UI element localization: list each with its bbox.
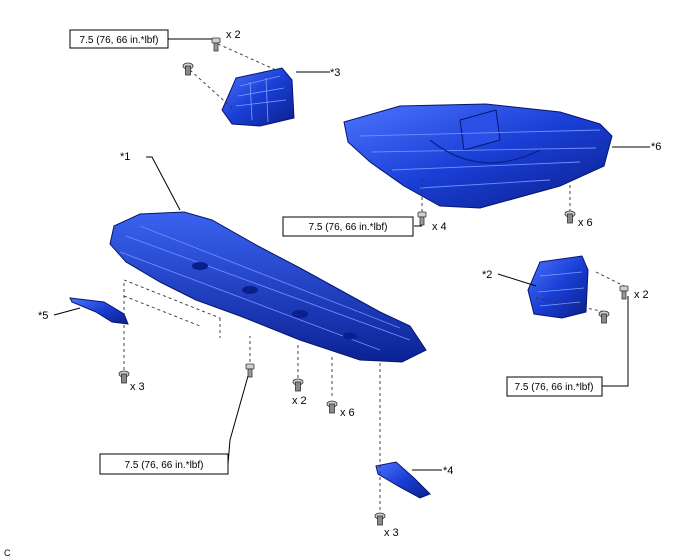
callout-1: *1: [120, 151, 130, 163]
qty-label: x 6: [340, 407, 355, 419]
leader-lines: [53, 38, 650, 471]
callout-2: *2: [482, 269, 492, 281]
qty-label: x 3: [384, 527, 399, 539]
dashed-assembly-lines: [123, 43, 629, 510]
part-4-strip: [375, 461, 431, 499]
qty-label: x 2: [292, 395, 307, 407]
torque-spec-box-1: 7.5 (76, 66 in.*lbf): [69, 29, 169, 49]
callout-3: *3: [330, 67, 340, 79]
qty-label: x 4: [432, 221, 447, 233]
torque-spec-box-3: 7.5 (76, 66 in.*lbf): [506, 376, 603, 397]
qty-label: x 6: [578, 217, 593, 229]
clip-icon: [182, 62, 194, 76]
bolt-icon: [245, 363, 255, 378]
part-5-strip: [69, 297, 129, 325]
clip-icon: [326, 400, 338, 414]
clip-icon: [564, 210, 576, 224]
bolt-icon: [619, 285, 629, 300]
part-3-bracket: [221, 67, 295, 127]
svg-text:7.5 (76, 66 in.*lbf): 7.5 (76, 66 in.*lbf): [309, 222, 388, 233]
clip-icon: [598, 310, 610, 324]
svg-text:7.5 (76, 66 in.*lbf): 7.5 (76, 66 in.*lbf): [125, 460, 204, 471]
clip-icon: [292, 378, 304, 392]
callout-6: *6: [651, 141, 661, 153]
svg-text:7.5 (76, 66 in.*lbf): 7.5 (76, 66 in.*lbf): [80, 35, 159, 46]
corner-label: C: [4, 548, 11, 558]
qty-label: x 2: [226, 29, 241, 41]
qty-label: x 3: [130, 381, 145, 393]
clip-icon: [118, 370, 130, 384]
svg-text:7.5 (76, 66 in.*lbf): 7.5 (76, 66 in.*lbf): [515, 382, 594, 393]
callout-5: *5: [38, 310, 48, 322]
clip-icon: [374, 512, 386, 526]
torque-spec-box-2: 7.5 (76, 66 in.*lbf): [282, 216, 414, 237]
qty-label: x 2: [634, 289, 649, 301]
bolt-icon: [417, 211, 427, 226]
torque-spec-box-4: 7.5 (76, 66 in.*lbf): [99, 453, 229, 475]
part-6-cover: [343, 103, 613, 209]
part-2-side-cover: [527, 255, 589, 319]
part-1-under-cover: [109, 211, 427, 363]
callout-4: *4: [443, 465, 453, 477]
